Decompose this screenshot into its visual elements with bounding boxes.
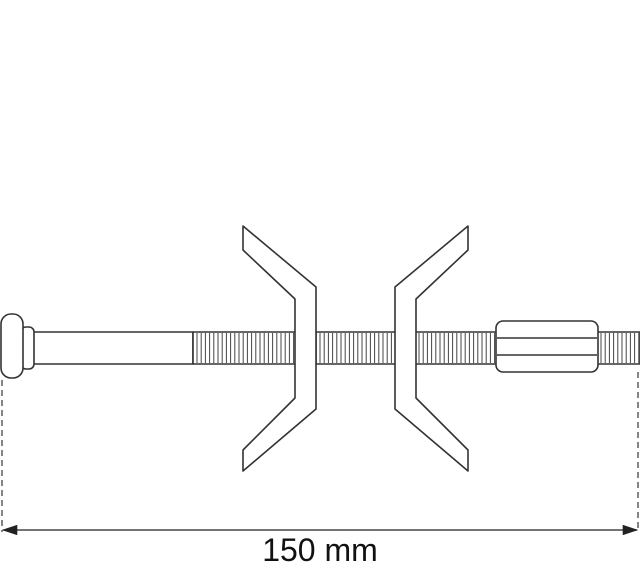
thread-segment — [192, 331, 297, 365]
threaded-rod — [192, 331, 640, 365]
bolt-head — [0, 313, 24, 379]
thread-segment — [414, 331, 498, 365]
dimension-label: 150 mm — [262, 532, 378, 568]
left-bracket — [242, 225, 317, 472]
hex-coupling-nut — [495, 320, 599, 373]
thread-segment — [596, 331, 640, 365]
right-bracket — [394, 225, 469, 472]
bolt-shank — [32, 331, 194, 365]
